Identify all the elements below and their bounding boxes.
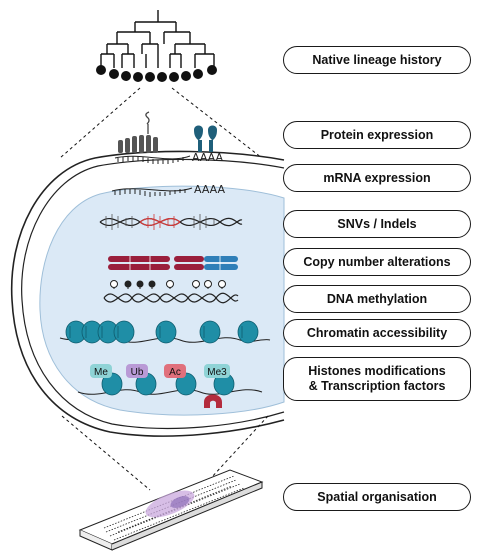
label-histones-tfs: Histones modifications & Transcription f… — [283, 357, 471, 401]
mark-ac: Ac — [169, 367, 181, 378]
glycoprotein-icon — [118, 111, 158, 153]
mrna-strand-nucleus — [111, 187, 193, 197]
zoom-lines-top — [59, 87, 263, 159]
cell-membrane — [10, 150, 285, 437]
chromosomes-cna — [108, 256, 238, 270]
mark-me: Me — [94, 367, 108, 378]
label-mrna-expression: mRNA expression — [283, 164, 471, 192]
label-chromatin-accessibility: Chromatin accessibility — [283, 319, 471, 347]
receptor-icon — [194, 125, 217, 152]
dna-methylation — [103, 280, 239, 304]
mark-ub: Ub — [131, 367, 144, 378]
lineage-leaves — [96, 65, 217, 82]
spatial-slide — [78, 469, 264, 551]
label-copy-number: Copy number alterations — [283, 248, 471, 276]
chromatin-nucleosomes — [59, 320, 271, 344]
zoom-lines-bottom — [61, 415, 269, 491]
mark-me3: Me3 — [207, 367, 227, 378]
mrna-tail-text-2: AAAA — [194, 183, 225, 196]
label-dna-methylation: DNA methylation — [283, 285, 471, 313]
label-protein-expression: Protein expression — [283, 121, 471, 149]
lineage-tree — [100, 10, 215, 68]
mrna-strand-cytoplasm — [114, 155, 191, 164]
histone-modifications — [77, 372, 263, 408]
mrna-tail-text: AAAA — [192, 151, 223, 164]
dna-helix-snv — [99, 214, 243, 230]
label-spatial-organisation: Spatial organisation — [283, 483, 471, 511]
label-native-lineage: Native lineage history — [283, 46, 471, 74]
label-snvs-indels: SNVs / Indels — [283, 210, 471, 238]
histone-mark-tags: Me Ub Ac Me3 — [90, 364, 230, 378]
